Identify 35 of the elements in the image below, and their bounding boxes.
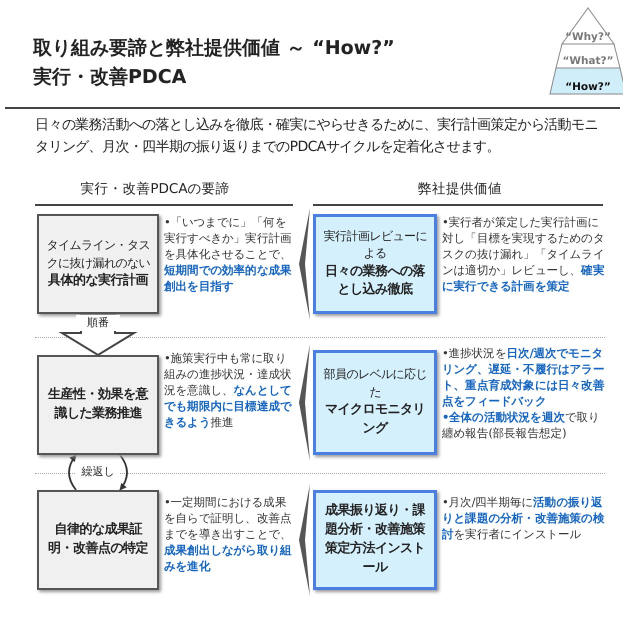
- box-text: 部員のレベルに応じた: [322, 366, 428, 401]
- pyramid-band: [562, 8, 614, 44]
- step-box: [37, 214, 159, 314]
- pyramid-band: [550, 68, 623, 94]
- box-heading: 生産性・効果を意識した業務推進: [46, 386, 150, 423]
- column-heading: 実行・改善PDCAの要諦: [79, 180, 231, 198]
- intro-text: 日々の業務活動への落とし込みを徹底・確実にやらせきるために、実行計画策定から活動モニタリング、月次・四半期の振り返りまでのPDCAサイクルを定着化させます。: [35, 116, 599, 158]
- band-label: “How?”: [564, 81, 612, 93]
- box-heading: 成果振り返り・課題分析・改善施策策定方法インストール: [324, 502, 426, 577]
- curved-arrow: [119, 454, 128, 491]
- bullet-text: •「いつまでに」「何を実行すべきか」実行計画を具体化させることで、短期間での効率的な成果創出を目指す: [164, 214, 292, 294]
- curved-arrow: [68, 454, 77, 491]
- service-box: [313, 214, 437, 314]
- band-label: “What?”: [561, 55, 615, 67]
- service-box: [313, 490, 437, 590]
- bullet-text: •施策実行中も常に取り組みの進捗状況・達成状況を意識し、なんとしてでも期限内に目標達成できるよう推進: [164, 350, 292, 430]
- box-heading: 自律的な成果証明・改善点の特定: [47, 521, 149, 558]
- bullet-text: •実行者が策定した実行計画に対し「目標を実現するためのタスクの抜け漏れ」「タイムラインは適切か」レビューし、確実に実行できる計画を策定: [442, 214, 606, 294]
- edge-label: 繰返し: [76, 464, 120, 480]
- box-text: 実行計画レビューによる: [322, 228, 428, 262]
- bullet-text: •一定期間における成果を自らで証明し、改善点までを導き出すことで、成果創出しながら取り組みを進化: [164, 494, 292, 574]
- slide-title: 取り組み要諦と弊社提供価値 ～ “How?” 実行・改善PDCA: [33, 36, 396, 90]
- box-heading: 日々の業務への落とし込み徹底: [324, 262, 426, 300]
- step-box: [37, 355, 159, 455]
- pyramid-band: [556, 44, 620, 68]
- bullet-text: •進捗状況を日次/週次でモニタリング、遅延・不履行はアラート、重点育成対象には日々改善点をフィードバック: [442, 345, 606, 410]
- box-heading: 具体的な実行計画: [48, 272, 148, 290]
- service-box: [313, 350, 437, 455]
- bullet-text: •全体の活動状況を週次で取り纏め報告(部長報告想定): [442, 409, 601, 442]
- column-heading: 弊社提供価値: [417, 180, 503, 198]
- bullet-text: •月次/四半期毎に活動の振り返りと課題の分析・改善施策の検討を実行者にインストール: [442, 494, 606, 542]
- step-box: [37, 490, 159, 590]
- box-text: タイムライン・タスクに抜け漏れのない: [45, 237, 151, 272]
- box-heading: マイクロモニタリング: [324, 401, 426, 438]
- band-label: “Why?”: [564, 31, 612, 43]
